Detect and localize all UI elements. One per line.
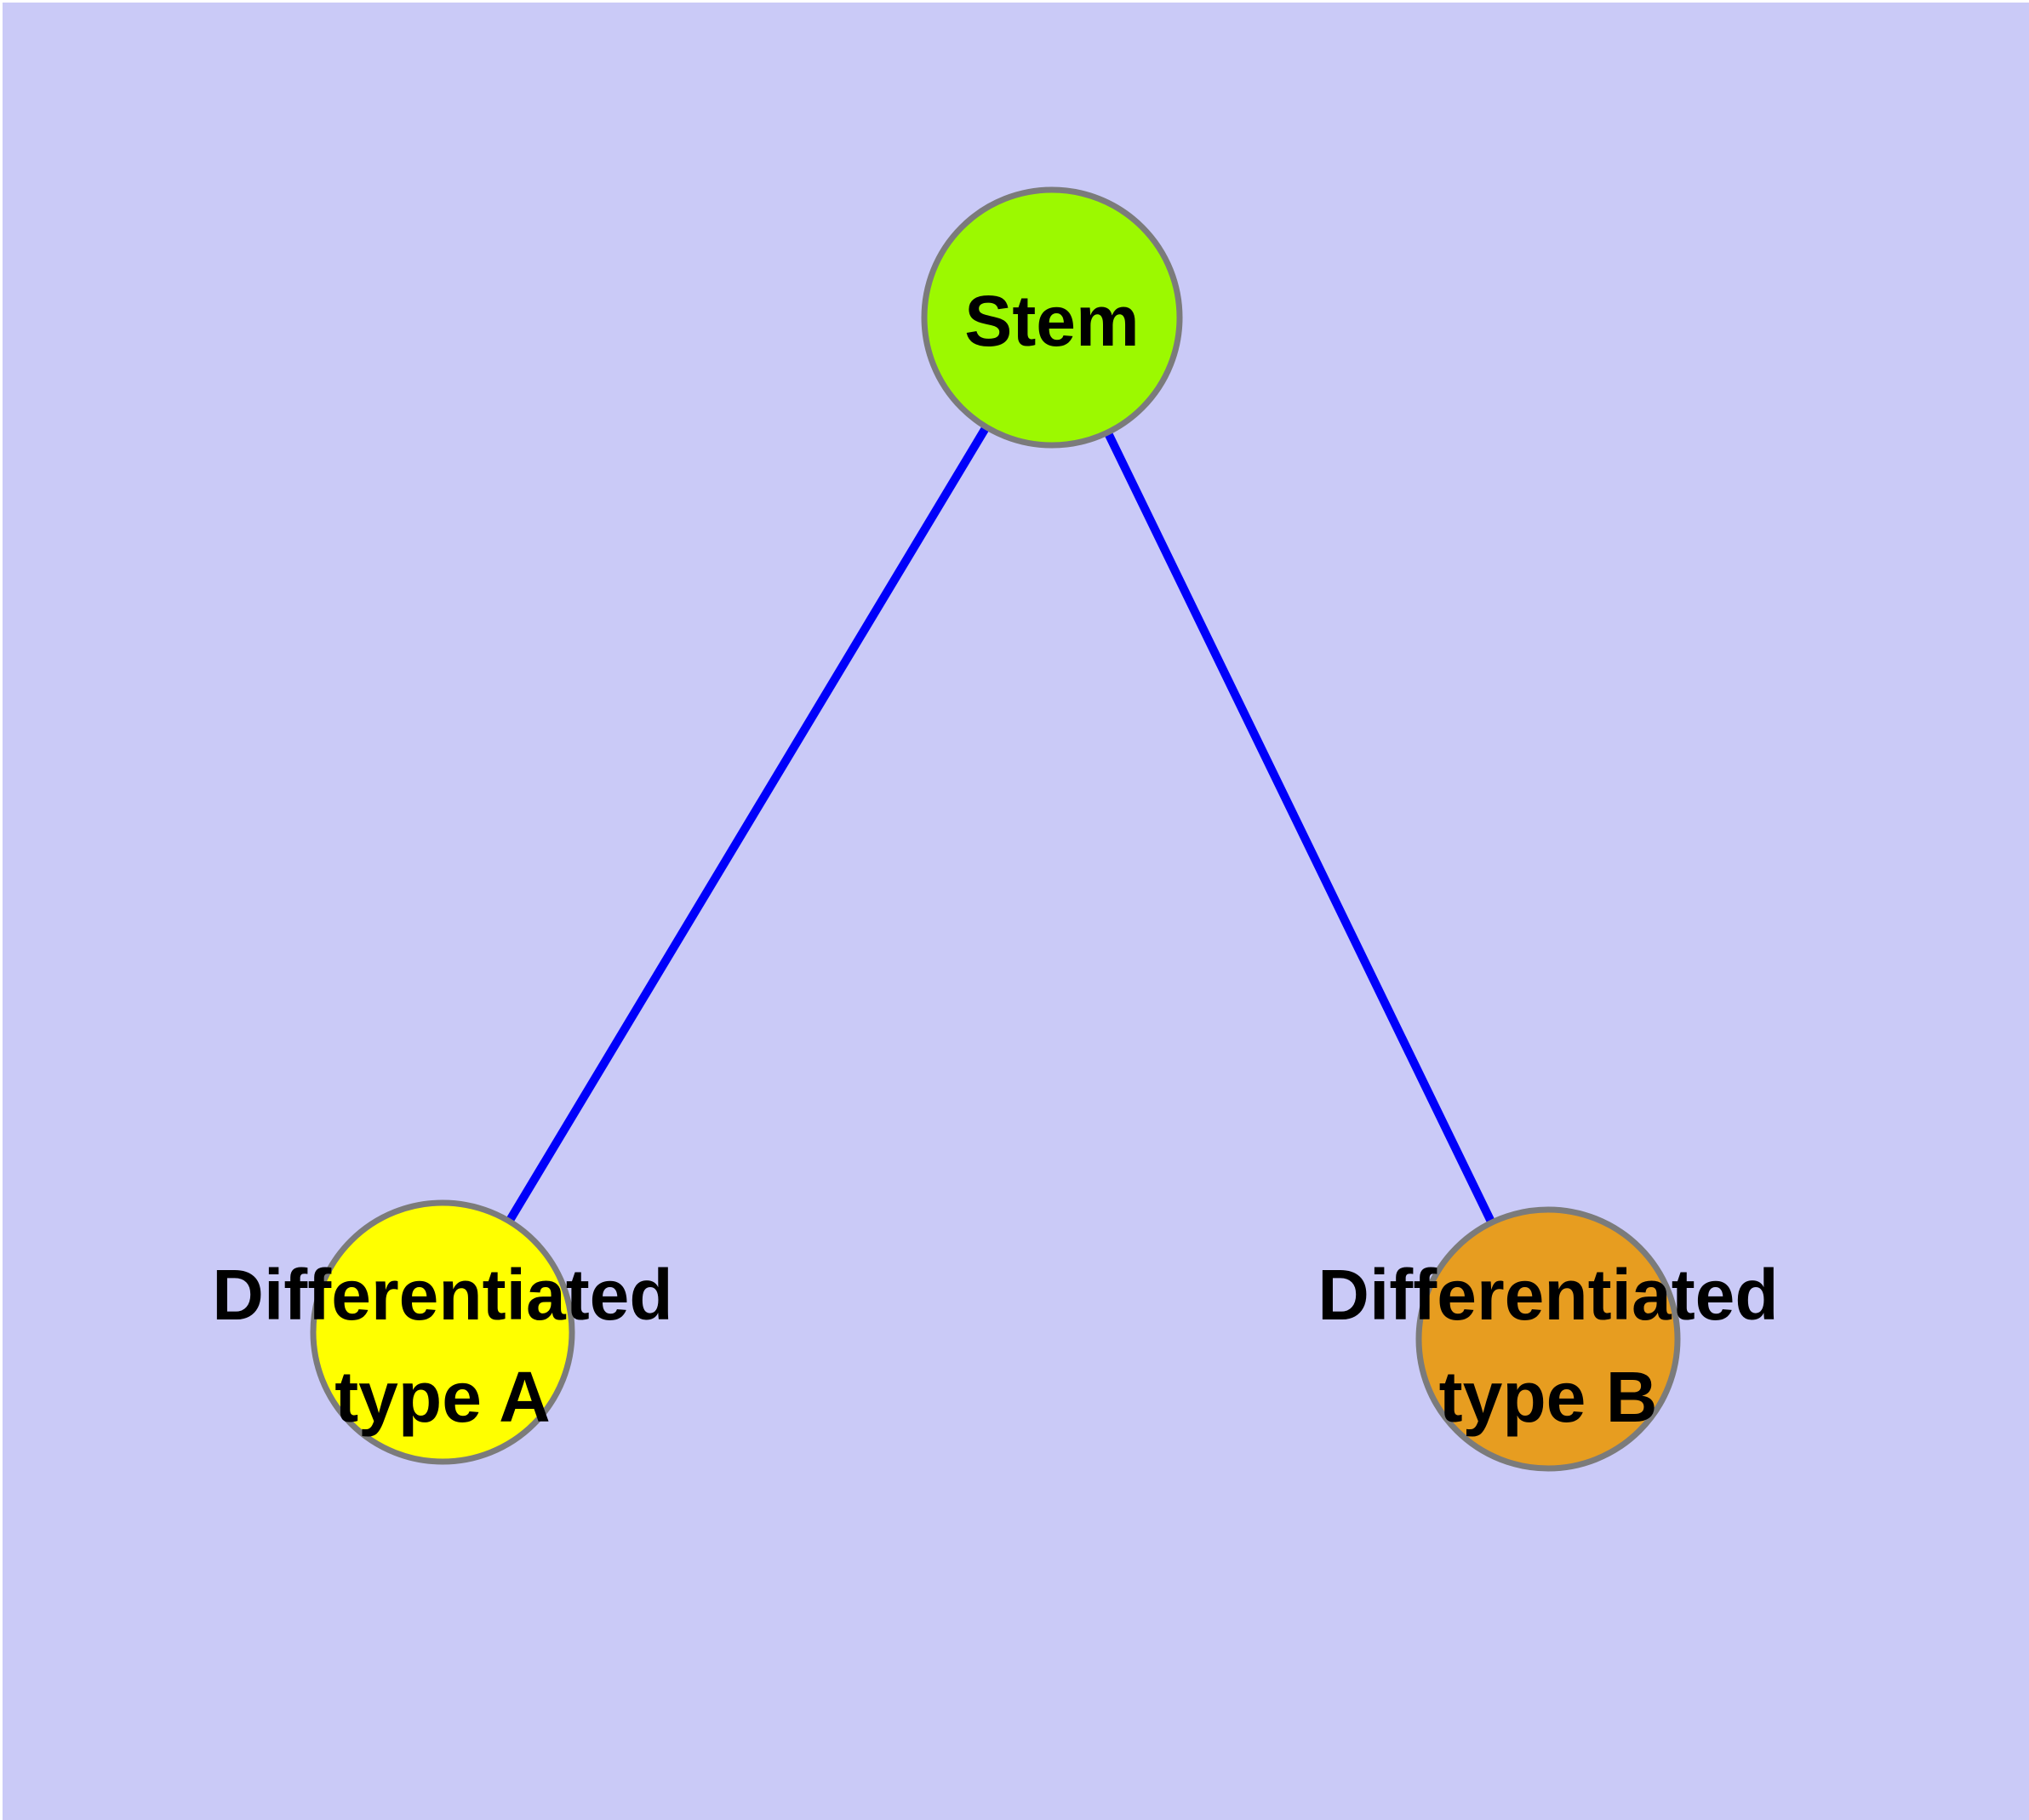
node-type-b-label-line-1: Differentiated <box>1317 1255 1778 1335</box>
edge-stem-to-type-b <box>1048 315 1552 1342</box>
node-type-a <box>310 1199 575 1465</box>
node-type-b-label-line-2: type B <box>1439 1357 1658 1437</box>
node-stem-label: Stem <box>964 281 1139 361</box>
node-type-a-label-line-1: Differentiated <box>212 1255 672 1335</box>
node-type-b <box>1415 1206 1681 1472</box>
node-stem <box>921 186 1183 449</box>
edge-stem-to-type-a <box>438 315 1056 1335</box>
node-type-a-label-line-2: type A <box>334 1357 551 1437</box>
